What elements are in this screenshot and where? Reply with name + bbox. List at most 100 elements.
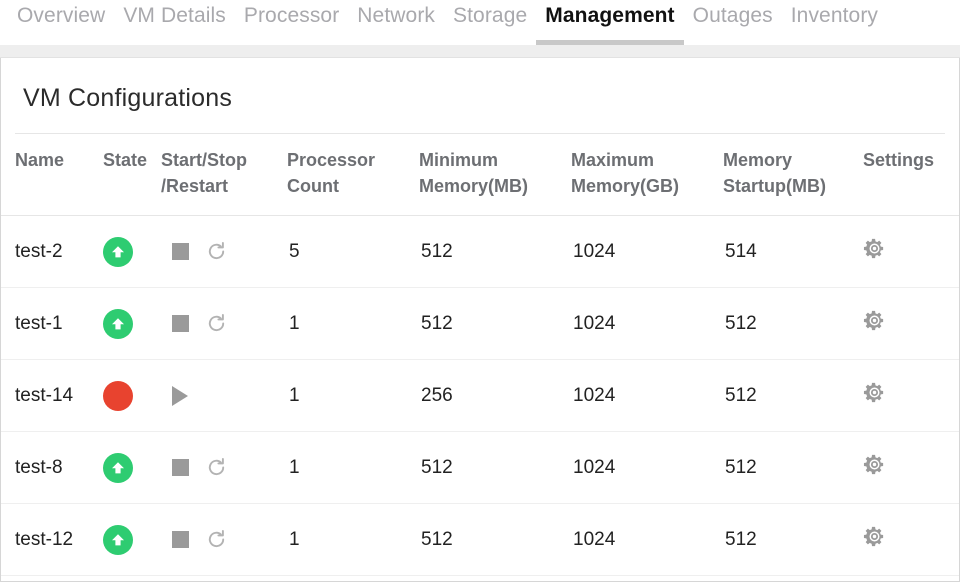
column-header-label: State <box>103 150 148 170</box>
tab-management[interactable]: Management <box>536 0 684 45</box>
tab-label: Overview <box>17 4 106 27</box>
cell-vm-name: test-12 <box>1 503 103 577</box>
column-header-label: Name <box>15 150 65 170</box>
column-header-name[interactable]: Name <box>1 134 103 216</box>
arrow-up-circle-green-icon <box>103 524 133 555</box>
column-header-label-line2: /Restart <box>161 175 229 196</box>
gear-icon[interactable] <box>863 309 886 332</box>
column-header-state[interactable]: State <box>103 134 161 216</box>
table-row[interactable]: test-2 5 512 1024 514 <box>1 215 959 289</box>
tab-label: VM Details <box>123 4 226 27</box>
stop-square-icon[interactable] <box>169 529 191 551</box>
cell-vm-name: test-14 <box>1 359 103 433</box>
tab-label: Management <box>545 4 675 27</box>
cell-vm-name: test-1 <box>1 287 103 361</box>
cell-memory-startup: 512 <box>723 503 863 577</box>
arrow-up-circle-green-icon <box>103 452 133 483</box>
restart-icon[interactable] <box>205 313 227 335</box>
minimum-memory-value: 512 <box>421 240 453 262</box>
tab-storage[interactable]: Storage <box>444 0 536 32</box>
gear-icon[interactable] <box>863 453 886 476</box>
arrow-down-circle-red-icon <box>103 380 142 420</box>
column-header-minimum-memory[interactable]: Minimum Memory(MB) <box>419 134 571 216</box>
stop-square-icon[interactable] <box>169 313 191 335</box>
maximum-memory-value: 1024 <box>573 528 616 550</box>
restart-icon[interactable] <box>205 241 227 263</box>
column-header-start-stop-restart[interactable]: Start/Stop /Restart <box>161 134 287 216</box>
vm-name-label: test-1 <box>15 312 63 334</box>
table-row[interactable]: test-12 1 512 1024 512 <box>1 503 959 577</box>
column-header-memory-startup[interactable]: Memory Startup(MB) <box>723 134 863 216</box>
cell-maximum-memory: 1024 <box>571 287 723 361</box>
cell-actions <box>161 431 287 505</box>
gear-icon[interactable] <box>863 237 886 260</box>
action-buttons <box>161 241 287 263</box>
vm-configurations-card: VM Configurations Name State Start/Stop … <box>0 58 960 582</box>
cell-maximum-memory: 1024 <box>571 503 723 577</box>
cell-settings <box>863 215 959 289</box>
cell-memory-startup: 512 <box>723 287 863 361</box>
cell-actions <box>161 503 287 577</box>
column-header-settings[interactable]: Settings <box>863 134 959 216</box>
tab-label: Network <box>357 4 436 27</box>
active-tab-indicator <box>536 40 684 45</box>
memory-startup-value: 514 <box>725 240 757 262</box>
tab-label: Outages <box>692 4 773 27</box>
tab-label: Processor <box>243 4 340 27</box>
memory-startup-value: 512 <box>725 312 757 334</box>
tab-processor[interactable]: Processor <box>235 0 348 32</box>
processor-count-value: 1 <box>289 528 300 550</box>
cell-state <box>103 359 161 433</box>
column-header-label-line2: Startup(MB) <box>723 175 826 196</box>
cell-settings <box>863 359 959 433</box>
table-header-row: Name State Start/Stop /Restart Processor… <box>1 134 959 216</box>
minimum-memory-value: 512 <box>421 528 453 550</box>
gear-icon[interactable] <box>863 525 886 548</box>
tab-overview[interactable]: Overview <box>8 0 114 32</box>
arrow-up-circle-green-icon <box>103 308 133 339</box>
maximum-memory-value: 1024 <box>573 384 616 406</box>
restart-icon[interactable] <box>205 529 227 551</box>
column-header-label-line1: Start/Stop <box>161 150 248 170</box>
column-header-label-line2: Memory(GB) <box>571 175 680 196</box>
column-header-label-line1: Processor <box>287 150 376 170</box>
cell-state <box>103 503 161 577</box>
vm-name-label: test-8 <box>15 456 63 478</box>
minimum-memory-value: 512 <box>421 312 453 334</box>
processor-count-value: 5 <box>289 240 300 262</box>
title-divider <box>15 133 945 134</box>
cell-state <box>103 431 161 505</box>
tab-bar: Overview VM Details Processor Network St… <box>0 0 960 45</box>
column-header-label-line1: Maximum <box>571 150 655 170</box>
cell-state <box>103 287 161 361</box>
column-header-maximum-memory[interactable]: Maximum Memory(GB) <box>571 134 723 216</box>
tab-vm-details[interactable]: VM Details <box>114 0 235 32</box>
tab-bar-divider <box>0 45 960 58</box>
play-icon[interactable] <box>169 385 191 407</box>
action-buttons <box>161 529 287 551</box>
tab-inventory[interactable]: Inventory <box>782 0 887 32</box>
cell-vm-name: test-8 <box>1 431 103 505</box>
cell-actions <box>161 215 287 289</box>
cell-memory-startup: 512 <box>723 359 863 433</box>
stop-square-icon[interactable] <box>169 241 191 263</box>
tab-label: Inventory <box>790 4 879 27</box>
column-header-label-line2: Count <box>287 175 339 196</box>
tab-network[interactable]: Network <box>348 0 444 32</box>
cell-minimum-memory: 512 <box>419 215 571 289</box>
column-header-label-line1: Memory <box>723 150 793 170</box>
maximum-memory-value: 1024 <box>573 240 616 262</box>
cell-actions <box>161 287 287 361</box>
restart-icon[interactable] <box>205 457 227 479</box>
cell-maximum-memory: 1024 <box>571 359 723 433</box>
stop-square-icon[interactable] <box>169 457 191 479</box>
vm-name-label: test-12 <box>15 528 74 550</box>
cell-vm-name: test-2 <box>1 215 103 289</box>
gear-icon[interactable] <box>863 381 886 404</box>
column-header-processor-count[interactable]: Processor Count <box>287 134 419 216</box>
tab-outages[interactable]: Outages <box>684 0 782 32</box>
